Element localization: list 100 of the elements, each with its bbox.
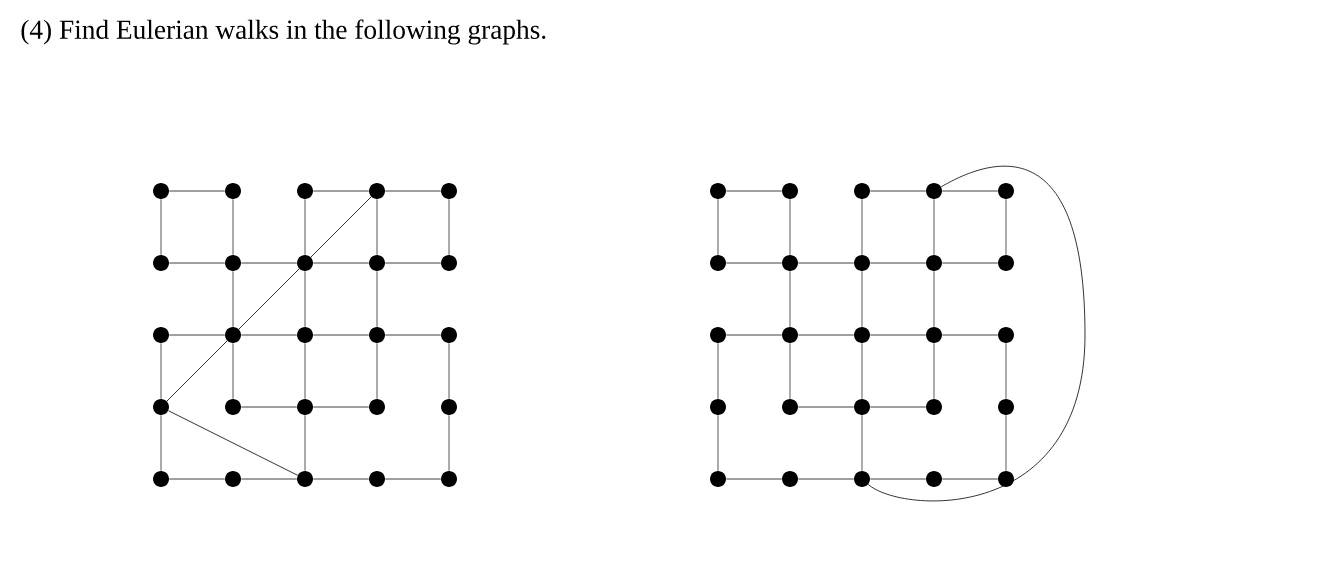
graph-edge bbox=[168, 334, 226, 336]
vertex-dot bbox=[782, 327, 798, 343]
graph-edge bbox=[861, 198, 863, 256]
graph-edge bbox=[867, 165, 1086, 502]
vertex-dot bbox=[710, 471, 726, 487]
graph-edge bbox=[376, 270, 378, 328]
graph-edge bbox=[941, 190, 999, 192]
graph-edge bbox=[789, 342, 791, 400]
graph-edge bbox=[869, 262, 927, 264]
vertex-dot bbox=[297, 255, 313, 271]
graph-edge bbox=[941, 262, 999, 264]
graph-edge bbox=[1005, 198, 1007, 256]
graph-edge bbox=[310, 196, 372, 258]
graph-edge bbox=[312, 406, 370, 408]
vertex-dot bbox=[926, 183, 942, 199]
vertex-dot bbox=[225, 327, 241, 343]
vertex-dot bbox=[153, 471, 169, 487]
graph-edge bbox=[941, 478, 999, 480]
vertex-dot bbox=[710, 255, 726, 271]
graph-edge bbox=[304, 270, 306, 328]
graph-edge bbox=[933, 270, 935, 328]
vertex-dot bbox=[998, 327, 1014, 343]
graph-edge bbox=[376, 342, 378, 400]
graph-edge bbox=[725, 262, 783, 264]
graph-edge bbox=[448, 198, 450, 256]
graph-edge bbox=[238, 268, 300, 330]
graph-edge bbox=[312, 478, 370, 480]
vertex-dot bbox=[854, 471, 870, 487]
vertex-dot bbox=[998, 255, 1014, 271]
graph-edge bbox=[789, 198, 791, 256]
vertex-dot bbox=[441, 399, 457, 415]
graph-edge bbox=[717, 342, 719, 400]
vertex-dot bbox=[926, 399, 942, 415]
vertex-dot bbox=[225, 183, 241, 199]
vertex-dot bbox=[854, 183, 870, 199]
vertex-dot bbox=[782, 471, 798, 487]
vertex-dot bbox=[369, 183, 385, 199]
vertex-dot bbox=[926, 327, 942, 343]
vertex-dot bbox=[782, 183, 798, 199]
vertex-dot bbox=[710, 399, 726, 415]
vertex-dot bbox=[369, 471, 385, 487]
vertex-dot bbox=[369, 399, 385, 415]
graph-edge bbox=[869, 406, 927, 408]
graph-edge bbox=[725, 478, 783, 480]
vertex-dot bbox=[782, 255, 798, 271]
graph-edge bbox=[1005, 414, 1007, 472]
vertex-dot bbox=[782, 399, 798, 415]
graph-edge bbox=[941, 334, 999, 336]
vertex-dot bbox=[854, 327, 870, 343]
graph-edge bbox=[725, 190, 783, 192]
graph-edge bbox=[166, 340, 228, 402]
vertex-dot bbox=[153, 327, 169, 343]
graph-edge bbox=[725, 334, 783, 336]
vertex-dot bbox=[710, 327, 726, 343]
graph-edge bbox=[797, 334, 855, 336]
vertex-dot bbox=[297, 183, 313, 199]
graph-edge bbox=[160, 342, 162, 400]
vertex-dot bbox=[441, 255, 457, 271]
graph-edge bbox=[168, 478, 226, 480]
vertex-dot bbox=[225, 255, 241, 271]
vertex-dot bbox=[854, 255, 870, 271]
graph-edge bbox=[304, 342, 306, 400]
graph-edge bbox=[384, 262, 442, 264]
graph-edge bbox=[312, 190, 370, 192]
graph-edge bbox=[232, 198, 234, 256]
graph-edge bbox=[312, 334, 370, 336]
graph-edge bbox=[240, 406, 298, 408]
graph-edge bbox=[869, 478, 927, 480]
graph-edge bbox=[933, 198, 935, 256]
vertex-dot bbox=[710, 183, 726, 199]
vertex-dot bbox=[998, 471, 1014, 487]
graph-edge bbox=[384, 334, 442, 336]
graph-edge bbox=[869, 334, 927, 336]
vertex-dot bbox=[441, 327, 457, 343]
vertex-dot bbox=[369, 327, 385, 343]
graph-edge bbox=[789, 270, 791, 328]
graph-edge bbox=[933, 342, 935, 400]
graph-edge bbox=[160, 198, 162, 256]
vertex-dot bbox=[297, 399, 313, 415]
vertex-dot bbox=[153, 183, 169, 199]
graph-edge bbox=[168, 262, 226, 264]
vertex-dot bbox=[225, 471, 241, 487]
vertex-dot bbox=[369, 255, 385, 271]
graph-edge bbox=[168, 190, 226, 192]
graph-edge bbox=[160, 414, 162, 472]
vertex-dot bbox=[153, 255, 169, 271]
title: (4) Find Eulerian walks in the following graphs. bbox=[21, 19, 546, 45]
graph-edge bbox=[232, 270, 234, 328]
graph-edge bbox=[1005, 342, 1007, 400]
vertex-dot bbox=[225, 399, 241, 415]
graph-edge bbox=[376, 198, 378, 256]
graph-edge bbox=[861, 342, 863, 400]
graph-edge bbox=[869, 190, 927, 192]
graph-edge bbox=[232, 342, 234, 400]
graph-edge bbox=[861, 414, 863, 472]
graph-edge bbox=[448, 342, 450, 400]
graph-edge bbox=[797, 262, 855, 264]
vertex-dot bbox=[926, 471, 942, 487]
graph-edge bbox=[384, 478, 442, 480]
vertex-dot bbox=[854, 399, 870, 415]
